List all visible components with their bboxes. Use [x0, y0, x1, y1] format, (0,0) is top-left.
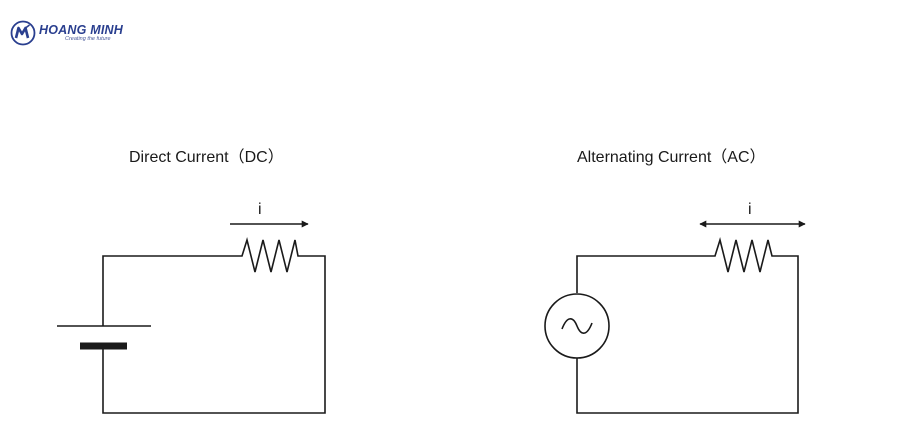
- ac-source-symbol: [544, 293, 610, 359]
- dc-resistor: [236, 237, 303, 273]
- ac-circuit: [544, 220, 806, 414]
- ac-current-label: i: [748, 201, 752, 218]
- dc-current-label: i: [258, 201, 262, 218]
- logo-tagline: Creating the future: [65, 36, 111, 42]
- dc-title: Direct Current（DC）: [129, 149, 284, 166]
- logo-name: HOANG MINH: [39, 22, 123, 37]
- dc-circuit: [57, 220, 326, 414]
- logo-mark-icon: [10, 20, 36, 46]
- ac-resistor: [711, 237, 778, 273]
- hoang-minh-logo: HOANG MINH Creating the future: [10, 18, 123, 48]
- dc-wire: [102, 255, 326, 414]
- ac-wire: [576, 255, 799, 414]
- ac-sine-wave: [561, 318, 593, 334]
- ac-title: Alternating Current（AC）: [577, 149, 766, 166]
